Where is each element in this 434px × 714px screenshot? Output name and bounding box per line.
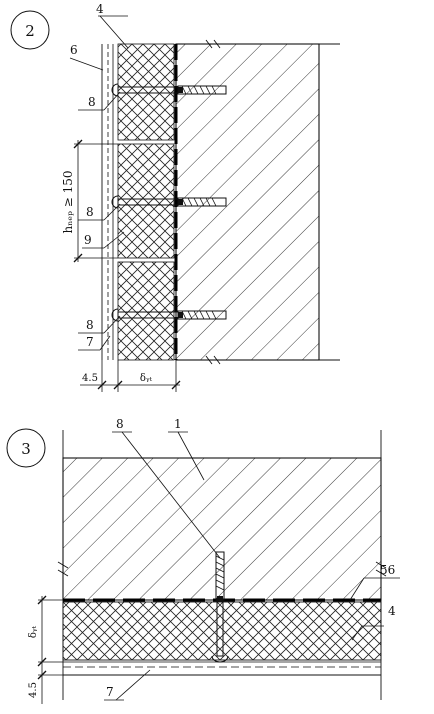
break-mark [375, 561, 387, 577]
callout-1: 1 [174, 417, 182, 431]
callout-4: 4 [388, 604, 396, 618]
break-mark [57, 561, 69, 577]
insulation-board-firebreak [117, 143, 175, 259]
dim-render-thickness: 4.5 [28, 682, 39, 698]
callout-7: 7 [106, 685, 114, 699]
insulation-board [117, 261, 175, 361]
thickness-dimension: δᵧₜ 4.5 [28, 595, 63, 704]
floor-slab [62, 457, 382, 601]
break-mark [205, 39, 221, 49]
break-mark [205, 355, 221, 365]
firebreak-height-label: hₙₑₚ ≥ 150 [61, 171, 75, 234]
masonry-wall [175, 43, 320, 361]
dim-insulation-thickness: δᵧₜ [28, 625, 39, 638]
callout-56: 56 [380, 563, 395, 577]
callout-8-bottom: 8 [86, 318, 94, 332]
insulation-layer [62, 601, 382, 661]
callout-6: 6 [70, 43, 78, 57]
dim-insulation-thickness: δᵧₜ [140, 373, 153, 384]
anchor-dowel [111, 308, 227, 322]
figure-2: 2 [10, 2, 340, 392]
insulation-board [117, 43, 175, 141]
bottom-dimension: 4.5 δᵧₜ [80, 360, 181, 392]
callout-7: 7 [86, 335, 94, 349]
callouts: 8 1 56 4 7 [104, 417, 400, 701]
callout-8: 8 [116, 417, 124, 431]
figure-2-number-circle: 2 [10, 10, 50, 50]
figure-3-number-circle: 3 [6, 428, 46, 468]
callout-4: 4 [96, 2, 104, 16]
dim-render-thickness: 4.5 [82, 373, 98, 384]
svg-text:3: 3 [21, 440, 31, 458]
anchor-dowel [111, 83, 227, 97]
callout-8-top: 8 [88, 95, 96, 109]
firebreak-height-dimension: hₙₑₚ ≥ 150 [61, 139, 118, 263]
callout-8-middle: 8 [86, 205, 94, 219]
callouts: 4 6 8 8 9 8 7 [69, 2, 129, 351]
figure-3: 3 [6, 417, 400, 704]
callout-9: 9 [84, 233, 92, 247]
svg-text:2: 2 [25, 22, 35, 40]
